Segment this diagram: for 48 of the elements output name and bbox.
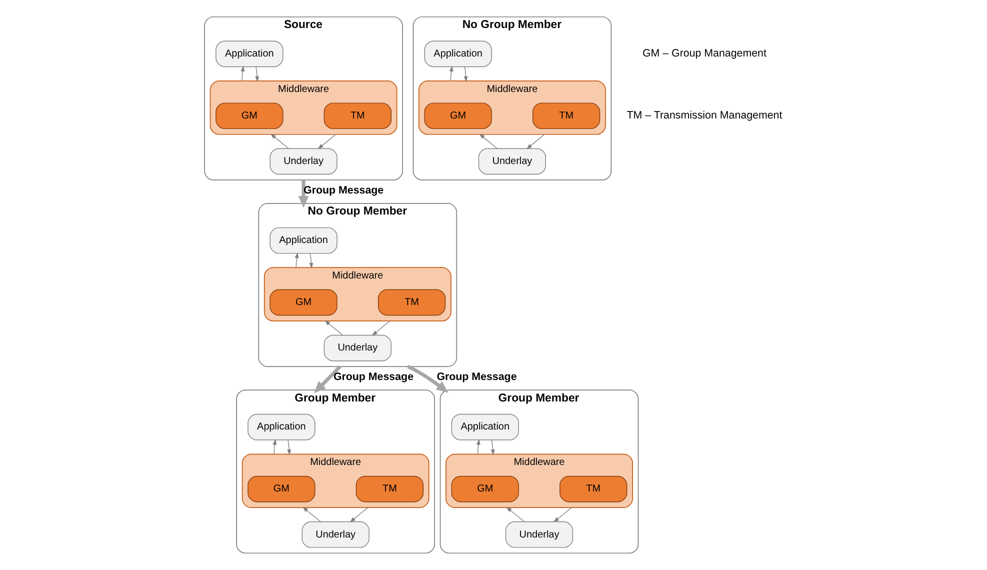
node-box: Application	[216, 40, 284, 68]
arrow	[350, 507, 368, 522]
node-box: TM	[356, 476, 424, 502]
arrow	[298, 180, 309, 208]
node-box: TM	[378, 289, 446, 316]
node-box: Application	[451, 414, 519, 440]
arrow	[479, 134, 498, 149]
node-box: Underlay	[324, 334, 392, 362]
arrow	[309, 253, 314, 269]
node-box: Underlay	[270, 148, 338, 175]
node-box: TM	[324, 102, 392, 130]
arrow	[318, 134, 336, 150]
node-box: Application	[270, 227, 338, 254]
arrow	[294, 252, 299, 268]
node-box: GM	[248, 476, 316, 502]
node-box: TM	[560, 476, 628, 502]
arrow	[272, 438, 277, 454]
arrow	[449, 66, 454, 82]
arrow	[407, 364, 448, 393]
arrow	[270, 134, 289, 149]
arrow	[287, 440, 292, 456]
arrow	[506, 506, 525, 522]
node-box: Underlay	[505, 521, 574, 548]
arrow	[324, 320, 344, 336]
node-box: GM	[451, 476, 519, 502]
arrow	[490, 440, 495, 456]
node-box: TM	[532, 102, 600, 130]
node-box: Underlay	[478, 148, 546, 175]
arrow	[240, 66, 245, 82]
edge-label: Group Message	[436, 371, 517, 384]
node-box: Underlay	[302, 521, 370, 548]
node-box: GM	[216, 102, 284, 130]
node-box: GM	[424, 102, 492, 130]
label: TM – Transmission Management	[626, 109, 782, 122]
edge-label: Group Message	[333, 371, 414, 384]
node-box: Application	[248, 414, 316, 440]
arrow	[526, 134, 545, 150]
node-box: Application	[424, 40, 492, 68]
label: GM – Group Management	[642, 47, 766, 60]
arrow	[372, 320, 390, 336]
arrow	[553, 507, 572, 522]
arrow	[464, 66, 468, 82]
arrow	[255, 66, 260, 82]
edge-label: Group Message	[304, 184, 384, 196]
arrow	[302, 506, 321, 522]
node-box: GM	[270, 289, 338, 316]
arrow	[314, 365, 342, 394]
arrow	[476, 438, 480, 454]
